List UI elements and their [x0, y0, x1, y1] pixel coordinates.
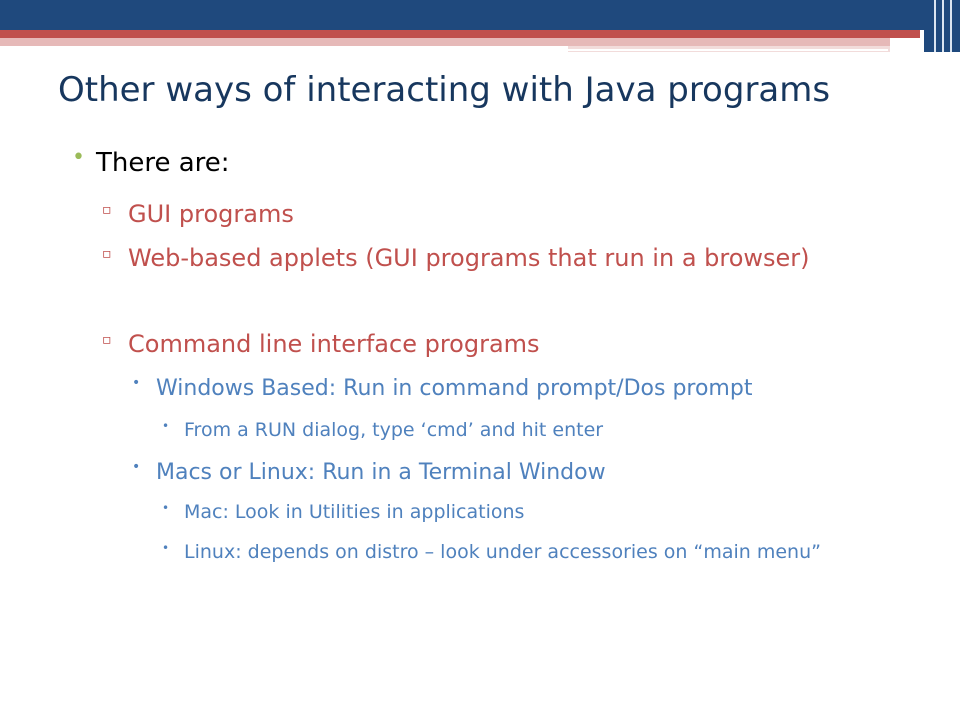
square-bullet-icon: ▫ — [102, 332, 112, 348]
bullet-text: Web-based applets (GUI programs that run… — [128, 244, 810, 272]
bullet-command-line: ▫ Command line interface programs — [102, 328, 862, 360]
bullet-text: Mac: Look in Utilities in applications — [184, 501, 525, 523]
bullet-text: GUI programs — [128, 200, 294, 228]
bullet-linux: • Linux: depends on distro – look under … — [162, 540, 902, 566]
bullet-there-are: • There are: — [70, 145, 930, 181]
bullet-text: Macs or Linux: Run in a Terminal Window — [156, 460, 606, 485]
header-vertical-lines — [924, 0, 960, 52]
bullet-windows-based: • Windows Based: Run in command prompt/D… — [132, 374, 932, 404]
bullet-text: Windows Based: Run in command prompt/Dos… — [156, 376, 753, 401]
vline-2 — [942, 0, 944, 52]
vline-3 — [950, 0, 952, 52]
bullet-dot-icon: • — [72, 145, 85, 170]
bullet-text: Linux: depends on distro – look under ac… — [184, 541, 821, 563]
small-dot-icon: • — [132, 375, 141, 391]
slide-title: Other ways of interacting with Java prog… — [58, 70, 831, 110]
bullet-mac: • Mac: Look in Utilities in applications — [162, 500, 932, 526]
bullet-gui-programs: ▫ GUI programs — [102, 198, 862, 230]
small-dot-icon: • — [162, 501, 170, 515]
small-dot-icon: • — [132, 459, 141, 475]
bullet-macs-linux: • Macs or Linux: Run in a Terminal Windo… — [132, 458, 932, 488]
small-dot-icon: • — [162, 419, 170, 433]
header-band-pink — [0, 38, 890, 46]
header-band-red — [0, 30, 920, 38]
header-band-navy — [0, 0, 960, 30]
bullet-text: From a RUN dialog, type ‘cmd’ and hit en… — [184, 419, 604, 441]
small-dot-icon: • — [162, 541, 170, 555]
bullet-run-dialog: • From a RUN dialog, type ‘cmd’ and hit … — [162, 418, 932, 444]
vline-1 — [934, 0, 936, 52]
header-white-line — [568, 49, 888, 51]
bullet-text: Command line interface programs — [128, 330, 540, 358]
bullet-text: There are: — [96, 148, 230, 178]
bullet-web-applets: ▫ Web-based applets (GUI programs that r… — [102, 242, 822, 274]
square-bullet-icon: ▫ — [102, 202, 112, 218]
square-bullet-icon: ▫ — [102, 246, 112, 262]
